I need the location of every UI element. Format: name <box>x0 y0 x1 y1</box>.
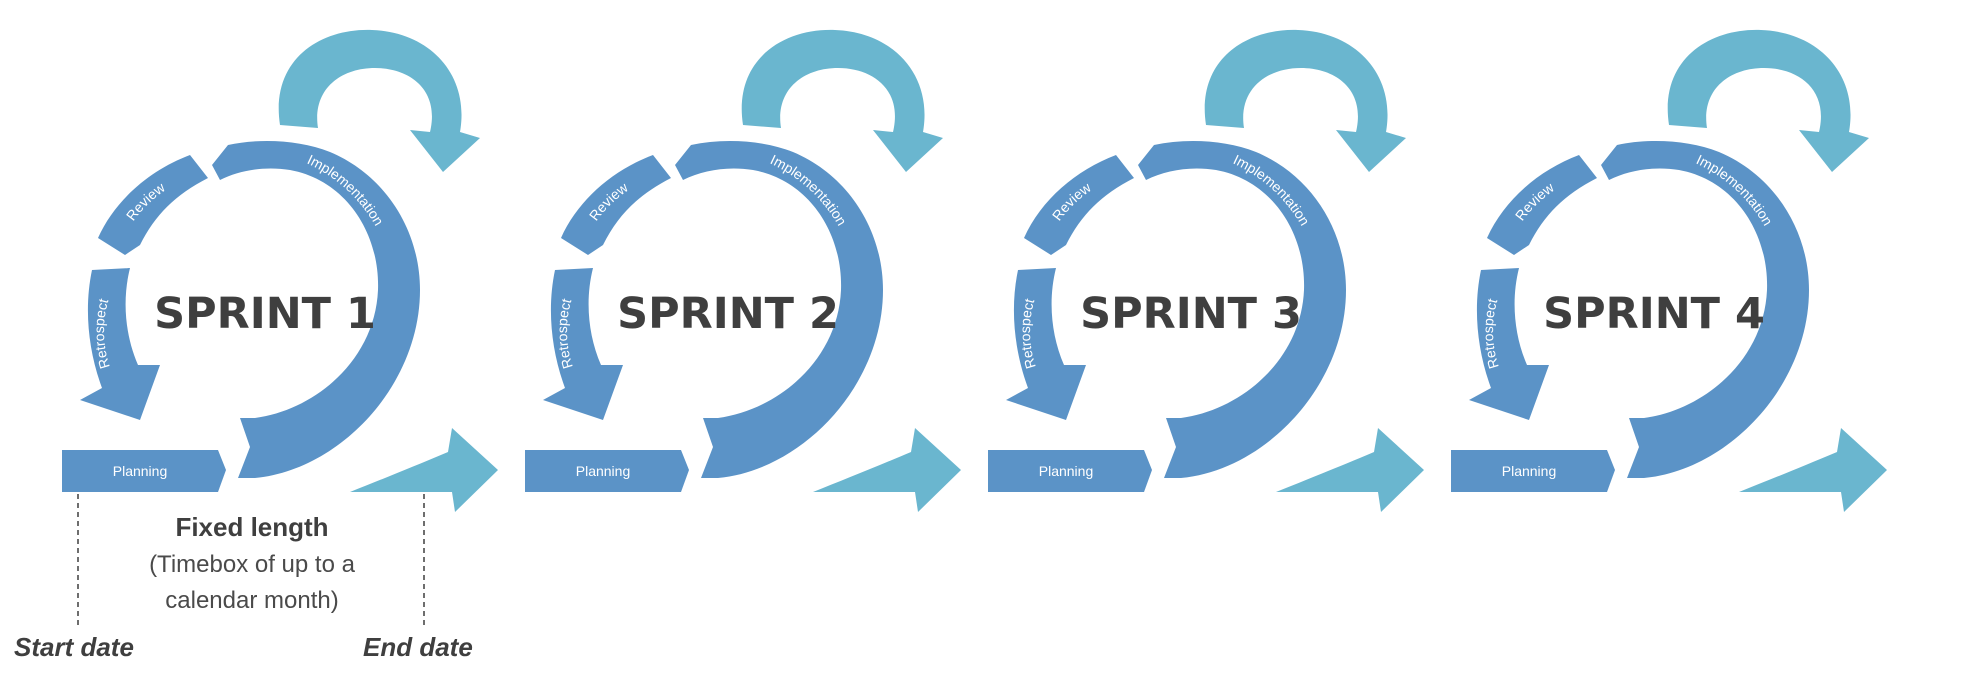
review-arc <box>98 155 208 255</box>
sprint-cycle: Planning Implementation Review Retrospec… <box>62 29 498 512</box>
timebox-description-line1: (Timebox of up to a <box>149 551 356 578</box>
planning-bar <box>62 450 226 492</box>
timebox-description-line2: calendar month) <box>165 587 338 614</box>
svg-text:Retrospect: Retrospect <box>554 297 576 371</box>
planning-bar <box>988 450 1152 492</box>
retrospect-arrow <box>80 268 160 420</box>
planning-label: Planning <box>576 463 631 479</box>
sprint-title: SPRINT 1 <box>154 289 376 339</box>
implementation-arc <box>1138 140 1346 479</box>
iteration-loop-arrow <box>1204 29 1406 172</box>
next-sprint-arrow <box>1276 428 1424 512</box>
planning-label: Planning <box>1039 463 1094 479</box>
end-date-label: End date <box>363 632 473 662</box>
review-arc <box>1024 155 1134 255</box>
iteration-loop-arrow <box>1667 29 1869 172</box>
sprint-cycle: Planning Implementation Review Retrospec… <box>525 29 961 512</box>
iteration-loop-arrow <box>278 29 480 172</box>
retrospect-label: Retrospect <box>554 297 576 371</box>
retrospect-label: Retrospect <box>1017 297 1039 371</box>
planning-bar <box>1451 450 1615 492</box>
planning-label: Planning <box>113 463 168 479</box>
implementation-arc <box>1601 140 1809 479</box>
retrospect-arrow <box>1006 268 1086 420</box>
sprint-title: SPRINT 3 <box>1080 289 1302 339</box>
retrospect-label: Retrospect <box>1480 297 1502 371</box>
next-sprint-arrow <box>350 428 498 512</box>
sprint-cycle: Planning Implementation Review Retrospec… <box>988 29 1424 512</box>
planning-bar <box>525 450 689 492</box>
svg-text:Retrospect: Retrospect <box>91 297 113 371</box>
next-sprint-arrow <box>1739 428 1887 512</box>
svg-text:Retrospect: Retrospect <box>1480 297 1502 371</box>
sprint-title: SPRINT 2 <box>617 289 839 339</box>
retrospect-arrow <box>543 268 623 420</box>
start-date-label: Start date <box>14 632 134 662</box>
planning-label: Planning <box>1502 463 1557 479</box>
svg-text:Retrospect: Retrospect <box>1017 297 1039 371</box>
sprint-title: SPRINT 4 <box>1543 289 1765 339</box>
iteration-loop-arrow <box>741 29 943 172</box>
retrospect-label: Retrospect <box>91 297 113 371</box>
retrospect-arrow <box>1469 268 1549 420</box>
review-arc <box>561 155 671 255</box>
next-sprint-arrow <box>813 428 961 512</box>
implementation-arc <box>212 140 420 479</box>
review-arc <box>1487 155 1597 255</box>
sprint-cycle: Planning Implementation Review Retrospec… <box>1451 29 1887 512</box>
timeline-annotation: Fixed length (Timebox of up to a calenda… <box>14 494 473 662</box>
fixed-length-title: Fixed length <box>175 512 328 542</box>
implementation-arc <box>675 140 883 479</box>
